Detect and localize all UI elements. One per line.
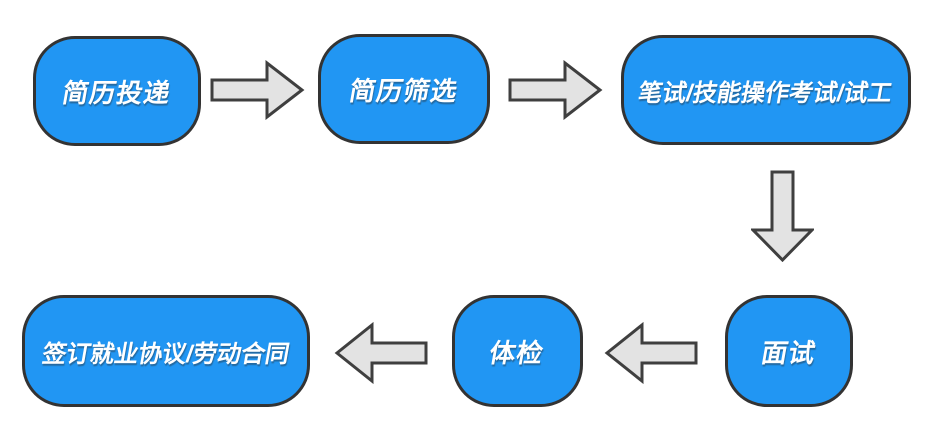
flow-node-label: 面试 — [759, 337, 819, 368]
flow-node-written-skill-test: 笔试/技能操作考试/试工 — [621, 35, 911, 145]
arrow-right-icon — [210, 60, 305, 120]
flow-node-sign-contract: 签订就业协议/劳动合同 — [22, 295, 310, 407]
flow-node-label: 笔试/技能操作考试/试工 — [636, 79, 895, 107]
flow-node-label: 体检 — [487, 337, 547, 368]
arrow-left-shape — [604, 322, 698, 384]
flow-node-label: 签订就业协议/劳动合同 — [39, 340, 292, 368]
arrow-right-shape — [210, 60, 305, 120]
arrow-right-shape — [508, 60, 603, 120]
flow-node-interview: 面试 — [725, 295, 853, 407]
flow-node-physical-exam: 体检 — [452, 295, 583, 407]
arrow-left-icon — [334, 322, 428, 384]
arrow-down-shape — [751, 170, 814, 262]
flow-node-resume-screening: 简历筛选 — [318, 34, 490, 144]
flow-node-resume-submission: 简历投递 — [33, 36, 201, 146]
arrow-right-icon — [508, 60, 603, 120]
arrow-left-shape — [334, 322, 428, 384]
arrow-down-icon — [751, 170, 814, 262]
flow-node-label: 简历投递 — [60, 77, 174, 108]
arrow-left-icon — [604, 322, 698, 384]
flow-node-label: 简历筛选 — [347, 75, 461, 106]
